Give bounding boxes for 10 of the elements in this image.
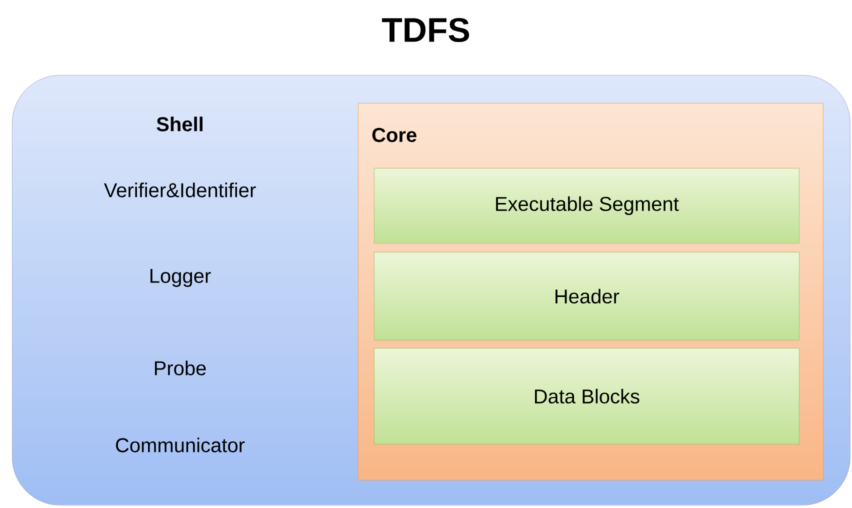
heading: Shell	[156, 116, 202, 132]
component-label: Verifier&Identifier	[104, 182, 256, 198]
segment-box: Data Blocks	[374, 348, 800, 444]
title: TDFS	[382, 18, 470, 42]
component-label: Communicator	[116, 438, 245, 452]
heading: Core	[372, 128, 416, 142]
component-label: Logger	[150, 269, 211, 287]
segment-box: Executable Segment	[374, 168, 800, 244]
component-label: Probe	[154, 360, 206, 376]
segment-box: Header	[374, 252, 800, 340]
